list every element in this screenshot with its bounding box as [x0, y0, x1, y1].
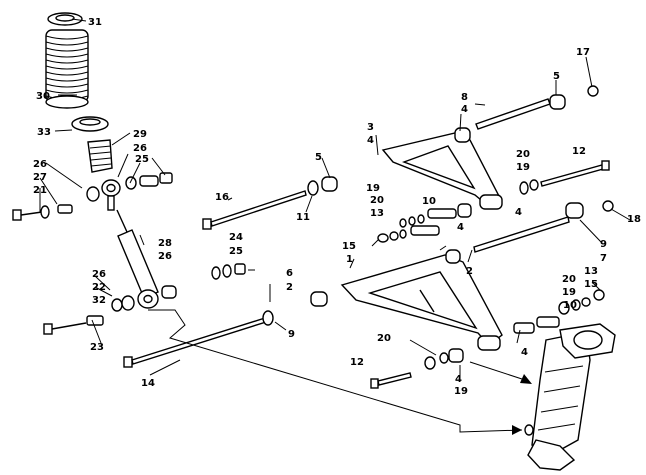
callout-24: 24 [229, 232, 243, 243]
callout-14: 14 [141, 378, 155, 389]
bushing-5-left [321, 176, 338, 192]
upper-washer-left [40, 205, 50, 219]
lower-a-arm [340, 249, 503, 351]
callout-26: 26 [33, 159, 47, 170]
lower-bolt [43, 322, 87, 335]
upper-arm-shaft [475, 85, 599, 130]
callout-33: 33 [37, 127, 51, 138]
upper-arm-inner-hardware [399, 203, 472, 228]
callout-5: 5 [315, 152, 322, 163]
callout-18: 18 [627, 214, 641, 225]
callout-10: 10 [563, 300, 577, 311]
callout-13: 13 [370, 208, 384, 219]
shock-body [116, 209, 159, 309]
callout-30: 30 [36, 91, 50, 102]
upper-spacer [139, 175, 159, 187]
callout-25: 25 [229, 246, 243, 257]
callout-17: 17 [576, 47, 590, 58]
arrow-heads [512, 374, 532, 435]
callout-12: 12 [572, 146, 586, 157]
callout-8: 8 [461, 92, 468, 103]
washer-6 [262, 310, 274, 326]
upper-washer-right [125, 176, 137, 190]
spring-cap [47, 12, 83, 26]
lower-bushing-right [161, 285, 177, 299]
callout-15: 15 [584, 279, 598, 290]
callout-29: 29 [133, 129, 147, 140]
lower-hardware-left [86, 295, 135, 326]
callout-1: 1 [346, 254, 353, 265]
callout-20: 20 [377, 333, 391, 344]
callout-19: 19 [562, 287, 576, 298]
callout-2: 2 [466, 266, 473, 277]
callout-26: 26 [133, 143, 147, 154]
callout-31: 31 [88, 17, 102, 28]
callout-19: 19 [454, 386, 468, 397]
bushing-2-lower [310, 291, 328, 307]
callout-26: 26 [158, 251, 172, 262]
callout-11: 11 [296, 212, 310, 223]
callout-19: 19 [516, 162, 530, 173]
callout-15: 15 [342, 241, 356, 252]
callout-23: 23 [90, 342, 104, 353]
callout-19: 19 [366, 183, 380, 194]
long-bolt-lower [123, 317, 267, 368]
callout-20: 20 [516, 149, 530, 160]
callout-12: 12 [350, 357, 364, 368]
callout-9: 9 [288, 329, 295, 340]
callout-32: 32 [92, 295, 106, 306]
callout-5: 5 [553, 71, 560, 82]
lower-arm-left-hardware [377, 225, 440, 243]
coil-spring [45, 29, 89, 109]
callout-16: 16 [215, 192, 229, 203]
callout-27: 27 [33, 172, 47, 183]
callout-4: 4 [515, 207, 522, 218]
upper-eyelet [101, 179, 121, 211]
leader-lines [39, 18, 631, 433]
spindle [524, 323, 616, 471]
callout-4: 4 [521, 347, 528, 358]
callout-20: 20 [370, 195, 384, 206]
callout-6: 6 [286, 268, 293, 279]
lower-arm-bolt-12 [370, 348, 464, 389]
upper-nut [159, 172, 173, 184]
upper-arm-bolt-12 [519, 160, 610, 195]
callout-4: 4 [457, 222, 464, 233]
callout-10: 10 [422, 196, 436, 207]
callout-13: 13 [584, 266, 598, 277]
lower-arm-shaft-7 [473, 200, 614, 253]
bump-stop [87, 139, 113, 173]
spring-seat [71, 116, 109, 132]
callout-21: 21 [33, 185, 47, 196]
callout-25: 25 [135, 154, 149, 165]
callout-4: 4 [367, 135, 374, 146]
callout-4: 4 [461, 104, 468, 115]
upper-bushing-left [86, 186, 100, 202]
callout-4: 4 [455, 374, 462, 385]
upper-bolt [12, 209, 43, 221]
callout-9: 9 [600, 239, 607, 250]
callout-28: 28 [158, 238, 172, 249]
callout-20: 20 [562, 274, 576, 285]
callout-labels: 31 30 33 29 26 25 26 27 21 16 11 5 3 4 8… [33, 17, 641, 397]
callout-26: 26 [92, 269, 106, 280]
lower-arm-right-hardware [513, 289, 605, 334]
washer-11 [307, 180, 319, 196]
callout-22: 22 [92, 282, 106, 293]
callout-2: 2 [286, 282, 293, 293]
upper-a-arm [381, 127, 503, 210]
upper-pin [57, 204, 73, 214]
long-bolt-upper [202, 190, 307, 230]
lower-hardware-right [211, 263, 246, 280]
callout-3: 3 [367, 122, 374, 133]
callout-7: 7 [600, 253, 607, 264]
